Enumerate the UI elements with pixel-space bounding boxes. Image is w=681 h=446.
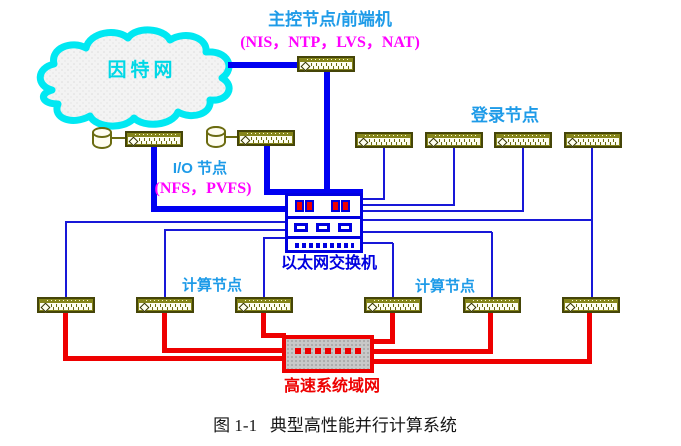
database-icon bbox=[206, 126, 226, 148]
san-link-l3 bbox=[261, 311, 266, 338]
compute-nodes-right-label: 计算节点 bbox=[414, 278, 475, 295]
san-link-r3 bbox=[587, 311, 592, 364]
link-compute-l2 bbox=[164, 230, 166, 298]
login-server-icon bbox=[494, 132, 552, 148]
ethernet-switch bbox=[285, 193, 363, 253]
link-io1-down bbox=[151, 147, 157, 212]
io1-connector bbox=[112, 137, 125, 139]
link-login2 bbox=[363, 204, 454, 206]
compute-server-icon bbox=[562, 297, 620, 313]
io2-connector bbox=[226, 136, 237, 138]
switch-uplink-ports bbox=[288, 196, 360, 219]
master-services-label: (NIS，NTP，LVS，NAT) bbox=[240, 34, 420, 51]
internet-cloud-icon bbox=[36, 26, 233, 130]
san-box bbox=[282, 335, 374, 373]
ethernet-switch-label: 以太网交换机 bbox=[280, 255, 377, 272]
link-master-switch bbox=[324, 72, 330, 193]
link-login2 bbox=[453, 148, 455, 206]
link-login3 bbox=[363, 210, 523, 212]
link-internet-master bbox=[228, 62, 298, 68]
link-login4-compute-r3 bbox=[591, 148, 593, 298]
io-services-label: (NFS，PVFS) bbox=[154, 180, 252, 197]
link-compute-l1 bbox=[65, 221, 285, 223]
compute-server-icon bbox=[136, 297, 194, 313]
switch-port-blue bbox=[338, 223, 352, 232]
san-link-r2 bbox=[371, 349, 493, 354]
compute-server-icon bbox=[37, 297, 95, 313]
figure-caption: 图 1-1 典型高性能并行计算系统 bbox=[213, 416, 457, 435]
link-compute-l3 bbox=[263, 237, 285, 239]
san-link-l3 bbox=[261, 333, 286, 338]
san-dashes bbox=[295, 348, 365, 354]
san-link-l2 bbox=[162, 348, 284, 353]
link-login1 bbox=[363, 198, 384, 200]
internet-label: 因特网 bbox=[107, 60, 177, 81]
master-server-icon bbox=[297, 56, 355, 72]
database-icon bbox=[92, 127, 112, 149]
login-server-icon bbox=[355, 132, 413, 148]
compute-nodes-left-label: 计算节点 bbox=[181, 277, 242, 294]
san-label: 高速系统域网 bbox=[283, 378, 380, 395]
link-compute-r1 bbox=[363, 242, 393, 244]
san-link-r1 bbox=[371, 339, 395, 344]
link-compute-l1 bbox=[65, 222, 67, 298]
link-login3 bbox=[522, 148, 524, 212]
link-switch-top-bus bbox=[265, 189, 363, 195]
switch-port-red bbox=[341, 200, 350, 212]
link-compute-r2 bbox=[491, 232, 493, 298]
link-login4 bbox=[363, 219, 592, 221]
link-io1-switch bbox=[151, 206, 288, 212]
switch-port-row bbox=[288, 239, 360, 253]
link-compute-l2 bbox=[164, 229, 285, 231]
login-server-icon bbox=[425, 132, 483, 148]
io-server-icon bbox=[237, 130, 295, 146]
link-compute-r1 bbox=[392, 243, 394, 298]
san-link-l2 bbox=[162, 311, 167, 353]
master-node-label: 主控节点/前端机 bbox=[268, 10, 392, 29]
switch-port-red bbox=[331, 200, 340, 212]
san-link-r3 bbox=[371, 359, 592, 364]
switch-module-slots bbox=[288, 219, 360, 239]
compute-server-icon bbox=[364, 297, 422, 313]
switch-port-blue bbox=[294, 223, 308, 232]
san-link-r2 bbox=[488, 311, 493, 354]
link-compute-l3 bbox=[263, 238, 265, 298]
switch-dots bbox=[295, 243, 354, 248]
compute-server-icon bbox=[463, 297, 521, 313]
link-compute-r2 bbox=[363, 231, 492, 233]
switch-port-blue bbox=[316, 223, 330, 232]
compute-server-icon bbox=[235, 297, 293, 313]
io-server-icon bbox=[125, 131, 183, 147]
login-nodes-label: 登录节点 bbox=[471, 106, 539, 125]
san-link-r1 bbox=[390, 311, 395, 344]
switch-port-red bbox=[305, 200, 314, 212]
login-server-icon bbox=[564, 132, 622, 148]
link-io2-switch bbox=[264, 146, 270, 195]
san-link-l1 bbox=[63, 356, 284, 361]
link-login1 bbox=[383, 148, 385, 200]
san-link-l1 bbox=[63, 311, 68, 361]
io-nodes-label: I/O 节点 bbox=[172, 160, 228, 177]
switch-port-red bbox=[295, 200, 304, 212]
